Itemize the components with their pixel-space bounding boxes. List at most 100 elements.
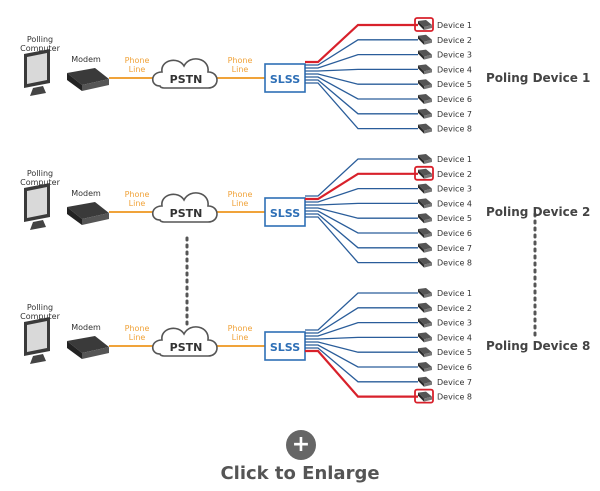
device-top — [418, 257, 432, 265]
slss-label: SLSS — [270, 207, 300, 220]
modem-icon — [67, 202, 109, 225]
device-icon-4[interactable] — [418, 198, 432, 209]
device-side — [418, 65, 424, 75]
phone-label-left-line2: Line — [129, 65, 146, 74]
device-top — [418, 198, 432, 206]
device-icon-1[interactable] — [418, 288, 432, 298]
device-icon-6[interactable] — [418, 94, 432, 104]
device-side — [418, 377, 424, 387]
phone-label-left-line1: Phone — [125, 190, 150, 199]
device-top — [418, 302, 432, 310]
device-icon-5[interactable] — [418, 213, 432, 224]
device-front — [424, 113, 432, 119]
modem-label: Modem — [71, 189, 101, 198]
device-line-6 — [305, 344, 418, 368]
device-top — [418, 49, 432, 57]
device-icon-6[interactable] — [418, 362, 432, 372]
device-front — [424, 39, 432, 45]
modem-label: Modem — [71, 323, 101, 332]
device-top — [418, 347, 432, 355]
device-icon-2[interactable] — [418, 34, 432, 45]
pstn-cloud-outline — [151, 58, 218, 89]
modem-top — [67, 68, 109, 85]
device-icon-2[interactable] — [418, 302, 432, 313]
device-line-7 — [305, 213, 418, 249]
device-side — [418, 169, 424, 179]
device-icon-4[interactable] — [418, 332, 432, 343]
device-top — [418, 213, 432, 221]
computer-label-line2: Computer — [20, 312, 60, 321]
device-top — [418, 228, 432, 235]
phone-label-right-line2: Line — [232, 333, 249, 342]
modem-label: Modem — [71, 55, 101, 64]
device-label-4: Device 4 — [437, 65, 472, 74]
monitor-screen — [27, 187, 47, 218]
phone-label-right-line2: Line — [232, 65, 249, 74]
device-label-4: Device 4 — [437, 333, 472, 342]
device-line-2 — [305, 39, 418, 66]
device-front — [424, 173, 432, 179]
device-line-5 — [305, 207, 418, 219]
device-icon-7[interactable] — [418, 242, 432, 253]
device-top — [418, 288, 432, 295]
device-top — [418, 183, 432, 191]
device-side — [418, 243, 424, 253]
device-side — [418, 229, 424, 238]
device-icon-1[interactable] — [414, 17, 434, 32]
device-icon-3[interactable] — [418, 49, 432, 60]
device-side — [418, 21, 424, 30]
monitor-stand — [30, 354, 46, 364]
slss-label: SLSS — [270, 341, 300, 354]
slss-box — [264, 63, 306, 93]
device-label-6: Device 6 — [437, 229, 472, 238]
device-side — [418, 363, 424, 372]
device-front — [424, 262, 432, 268]
phone-label-right-line1: Phone — [228, 190, 253, 199]
device-side — [418, 109, 424, 119]
device-label-3: Device 3 — [437, 51, 472, 60]
click-to-enlarge-link[interactable]: Click to Enlarge — [220, 463, 380, 484]
device-line-1 — [305, 158, 418, 197]
device-icon-8[interactable] — [418, 123, 432, 134]
device-label-1: Device 1 — [437, 21, 472, 30]
device-icon-7[interactable] — [418, 108, 432, 119]
device-side — [418, 124, 424, 134]
device-label-3: Device 3 — [437, 319, 472, 328]
device-icon-3[interactable] — [418, 317, 432, 328]
device-icon-4[interactable] — [418, 64, 432, 75]
device-side — [418, 80, 424, 90]
device-icon-5[interactable] — [418, 79, 432, 90]
enlarge-plus-icon[interactable]: + — [286, 430, 316, 460]
device-icon-7[interactable] — [418, 376, 432, 387]
device-icon-6[interactable] — [418, 228, 432, 238]
device-front — [424, 322, 432, 328]
device-top — [418, 94, 432, 101]
device-side — [418, 289, 424, 298]
pstn-label: PSTN — [170, 73, 203, 86]
device-line-2 — [305, 172, 418, 201]
modem-icon — [67, 68, 109, 91]
device-icon-8[interactable] — [414, 388, 434, 404]
modem-front — [67, 73, 82, 91]
device-label-2: Device 2 — [437, 36, 472, 45]
device-label-2: Device 2 — [437, 304, 472, 313]
device-side — [418, 184, 424, 194]
device-icon-1[interactable] — [418, 154, 432, 164]
phone-label-left-line2: Line — [129, 199, 146, 208]
device-label-8: Device 8 — [437, 259, 472, 268]
device-icon-2[interactable] — [414, 165, 434, 181]
device-label-7: Device 7 — [437, 244, 472, 253]
device-label-8: Device 8 — [437, 125, 472, 134]
device-icon-3[interactable] — [418, 183, 432, 194]
device-line-7 — [305, 347, 418, 383]
device-side — [418, 155, 424, 164]
device-side — [418, 392, 424, 402]
device-front — [424, 396, 432, 402]
device-front — [424, 233, 432, 238]
device-icon-8[interactable] — [418, 257, 432, 268]
device-top — [418, 362, 432, 369]
device-icon-5[interactable] — [418, 347, 432, 358]
modem-front — [67, 207, 82, 225]
device-highlight — [414, 388, 434, 404]
